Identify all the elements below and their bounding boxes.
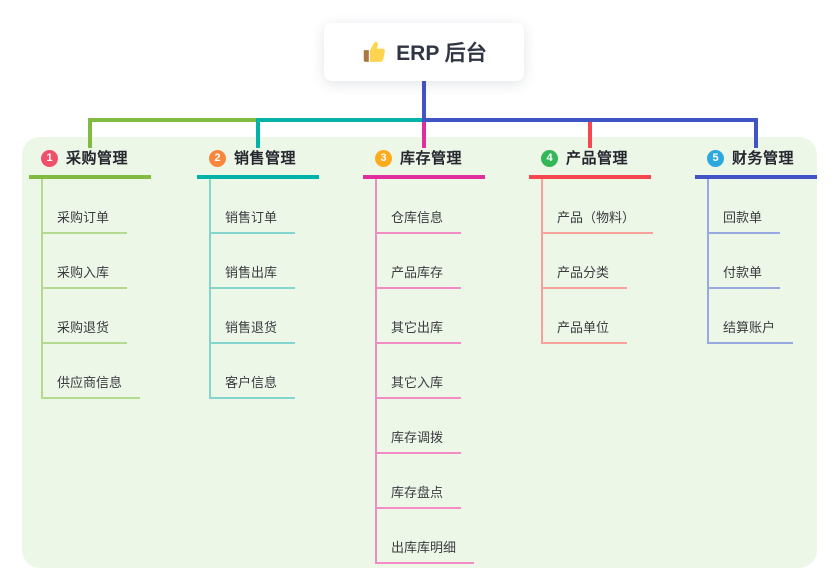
- branch-title-node[interactable]: 4 产品管理: [529, 148, 651, 179]
- branch-1: 1 采购管理 采购订单 采购入库 采购退货 供应商信息: [29, 148, 189, 399]
- connector-branch-drop-2: [256, 118, 260, 148]
- connector-bus-segment-2: [256, 118, 422, 122]
- child-row: 付款单: [709, 234, 793, 289]
- branch-children: 回款单 付款单 结算账户: [707, 179, 794, 344]
- branch-3: 3 库存管理 仓库信息 产品库存 其它出库 其它入库 库存调拨 库存盘点 出库库…: [363, 148, 523, 564]
- connector-branch-drop-1: [88, 118, 92, 148]
- connector-bus-segment-3: [422, 118, 758, 122]
- branch-title-node[interactable]: 2 销售管理: [197, 148, 319, 179]
- branch-number-badge: 1: [41, 150, 58, 167]
- child-row: 其它出库: [377, 289, 474, 344]
- branch-2: 2 销售管理 销售订单 销售出库 销售退货 客户信息: [197, 148, 357, 399]
- branches-background-panel: [22, 137, 817, 568]
- child-node[interactable]: 结算账户: [709, 321, 794, 344]
- child-row: 采购订单: [43, 179, 140, 234]
- branch-title-node[interactable]: 5 财务管理: [695, 148, 817, 179]
- child-row: 采购入库: [43, 234, 140, 289]
- child-row: 产品单位: [543, 289, 653, 344]
- branch-5: 5 财务管理 回款单 付款单 结算账户: [695, 148, 839, 344]
- child-row: 仓库信息: [377, 179, 474, 234]
- branch-title-node[interactable]: 3 库存管理: [363, 148, 485, 179]
- root-node-label: ERP 后台: [396, 42, 487, 65]
- child-row: 采购退货: [43, 289, 140, 344]
- connector-bus-segment-1: [88, 118, 256, 122]
- child-node[interactable]: 产品分类: [543, 266, 628, 289]
- child-row: 库存盘点: [377, 454, 474, 509]
- branch-number-badge: 3: [375, 150, 392, 167]
- child-node[interactable]: 其它出库: [377, 321, 462, 344]
- child-row: 产品库存: [377, 234, 474, 289]
- child-node[interactable]: 供应商信息: [43, 376, 141, 399]
- branch-title-label: 财务管理: [732, 150, 795, 167]
- connector-branch-drop-4: [588, 122, 592, 148]
- child-row: 出库库明细: [377, 509, 475, 564]
- child-row: 产品（物料）: [543, 179, 654, 234]
- branch-title-label: 产品管理: [566, 150, 629, 167]
- child-node[interactable]: 仓库信息: [377, 211, 462, 234]
- branch-title-label: 库存管理: [400, 150, 463, 167]
- thumbs-up-icon: [361, 40, 386, 65]
- child-row: 回款单: [709, 179, 793, 234]
- child-node[interactable]: 采购订单: [43, 211, 128, 234]
- child-row: 客户信息: [211, 344, 296, 399]
- branch-children: 销售订单 销售出库 销售退货 客户信息: [209, 179, 296, 399]
- root-node[interactable]: ERP 后台: [324, 23, 524, 81]
- child-row: 结算账户: [709, 289, 794, 344]
- child-node[interactable]: 销售出库: [211, 266, 296, 289]
- branch-children: 采购订单 采购入库 采购退货 供应商信息: [41, 179, 141, 399]
- branch-number-badge: 4: [541, 150, 558, 167]
- branch-number-badge: 5: [707, 150, 724, 167]
- child-node[interactable]: 产品（物料）: [543, 211, 654, 234]
- branch-4: 4 产品管理 产品（物料） 产品分类 产品单位: [529, 148, 689, 344]
- child-node[interactable]: 库存盘点: [377, 486, 462, 509]
- child-node[interactable]: 库存调拨: [377, 431, 462, 454]
- child-node[interactable]: 出库库明细: [377, 541, 475, 564]
- branch-children: 产品（物料） 产品分类 产品单位: [541, 179, 654, 344]
- child-row: 库存调拨: [377, 399, 474, 454]
- connector-branch-drop-5: [754, 118, 758, 148]
- connector-branch-drop-3: [422, 122, 426, 148]
- branch-title-label: 销售管理: [234, 150, 297, 167]
- child-row: 销售出库: [211, 234, 296, 289]
- child-node[interactable]: 销售退货: [211, 321, 296, 344]
- child-row: 销售订单: [211, 179, 296, 234]
- branch-children: 仓库信息 产品库存 其它出库 其它入库 库存调拨 库存盘点 出库库明细: [375, 179, 475, 564]
- child-node[interactable]: 产品单位: [543, 321, 628, 344]
- child-node[interactable]: 采购退货: [43, 321, 128, 344]
- connector-root-stem: [422, 80, 426, 118]
- child-node[interactable]: 采购入库: [43, 266, 128, 289]
- child-row: 产品分类: [543, 234, 653, 289]
- child-node[interactable]: 销售订单: [211, 211, 296, 234]
- child-row: 其它入库: [377, 344, 474, 399]
- child-row: 供应商信息: [43, 344, 141, 399]
- branch-title-label: 采购管理: [66, 150, 129, 167]
- branch-title-node[interactable]: 1 采购管理: [29, 148, 151, 179]
- child-node[interactable]: 付款单: [709, 266, 781, 289]
- child-node[interactable]: 其它入库: [377, 376, 462, 399]
- child-row: 销售退货: [211, 289, 296, 344]
- child-node[interactable]: 产品库存: [377, 266, 462, 289]
- child-node[interactable]: 回款单: [709, 211, 781, 234]
- child-node[interactable]: 客户信息: [211, 376, 296, 399]
- branch-number-badge: 2: [209, 150, 226, 167]
